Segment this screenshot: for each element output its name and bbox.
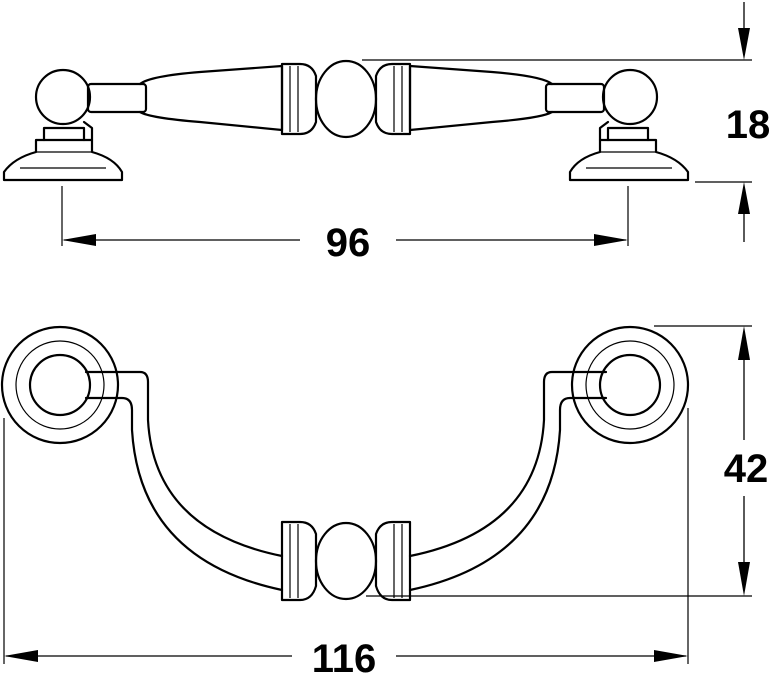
right-rosette-side bbox=[568, 68, 690, 182]
dimension-height: 18 bbox=[726, 2, 771, 242]
right-rosette-plan bbox=[570, 325, 690, 445]
right-collar bbox=[544, 82, 606, 114]
right-arm bbox=[408, 64, 554, 132]
dimension-center-distance: 96 bbox=[62, 221, 628, 265]
projection-label: 42 bbox=[724, 447, 769, 491]
bail-inner-right bbox=[408, 396, 608, 592]
center-ball-side bbox=[280, 59, 412, 139]
handle-side-view bbox=[2, 59, 752, 246]
handle-plan-view bbox=[0, 325, 752, 664]
bail-outer-right bbox=[408, 370, 608, 558]
left-rosette-side bbox=[2, 68, 124, 182]
bail-inner bbox=[84, 396, 284, 592]
dimension-overall-length: 116 bbox=[4, 637, 688, 681]
left-arm bbox=[138, 64, 284, 132]
bail-outer bbox=[84, 370, 284, 558]
dimension-projection: 42 bbox=[724, 326, 769, 596]
left-rosette-plan bbox=[0, 325, 120, 445]
center-ball-plan bbox=[280, 520, 412, 602]
height-label: 18 bbox=[726, 103, 771, 147]
overall-length-label: 116 bbox=[312, 637, 377, 681]
left-collar bbox=[86, 82, 148, 114]
center-distance-label: 96 bbox=[326, 221, 371, 265]
